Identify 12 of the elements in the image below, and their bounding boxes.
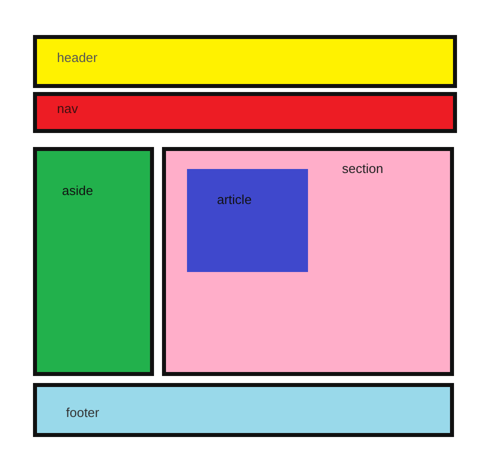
layout-block (33, 147, 154, 376)
block-label: article (217, 192, 252, 208)
block-label: section (342, 161, 384, 177)
block-label: aside (62, 183, 94, 199)
block-label: nav (57, 101, 78, 117)
block-label: header (57, 50, 98, 66)
layout-block (33, 92, 457, 133)
layout-block (33, 383, 454, 437)
block-label: footer (66, 405, 100, 421)
layout-block (162, 147, 454, 376)
layout-block (33, 35, 457, 88)
layout-block (187, 169, 308, 272)
